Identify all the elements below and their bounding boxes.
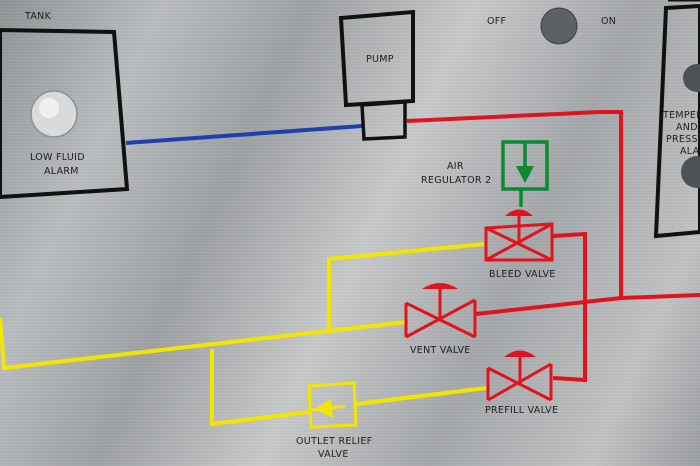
temperature-indicator-lamp[interactable] xyxy=(683,64,700,92)
red-line-vent xyxy=(475,296,622,316)
pump-label: PUMP xyxy=(366,54,394,65)
red-line-main xyxy=(406,110,700,301)
low-fluid-alarm-label-2: ALARM xyxy=(44,166,79,177)
yellow-line-vent xyxy=(0,317,407,371)
air-regulator-symbol xyxy=(501,140,549,207)
red-line-bleed-prefill xyxy=(552,231,587,383)
bleed-valve-symbol[interactable] xyxy=(484,209,554,262)
power-switch[interactable] xyxy=(540,7,578,45)
vent-valve-symbol[interactable] xyxy=(404,283,477,339)
on-label: ON xyxy=(601,16,616,27)
prefill-valve-symbol[interactable] xyxy=(486,350,553,402)
tank-alarm-box xyxy=(0,27,130,200)
outlet-relief-valve-symbol[interactable] xyxy=(307,381,358,429)
pressure-indicator-lamp[interactable] xyxy=(681,156,700,188)
air-regulator-label-1: AIR xyxy=(447,161,464,172)
pump-box xyxy=(338,9,415,108)
yellow-line-relief xyxy=(355,386,487,406)
outlet-relief-label-1: OUTLET RELIEF xyxy=(296,436,372,447)
yellow-line-lower xyxy=(210,349,310,427)
blue-line xyxy=(125,124,363,145)
lamp-highlight xyxy=(39,98,59,118)
tank-label: TANK xyxy=(24,11,52,22)
off-label: OFF xyxy=(487,16,506,27)
air-regulator-label-2: REGULATOR 2 xyxy=(421,175,491,186)
low-fluid-alarm-label-1: LOW FLUID xyxy=(30,152,85,163)
temp-label-4: ALAR xyxy=(680,146,700,157)
pump-outlet-box xyxy=(360,100,407,141)
yellow-line-upper xyxy=(327,242,485,330)
bleed-valve-label: BLEED VALVE xyxy=(489,269,556,280)
temp-label-3: PRESSU xyxy=(666,134,700,145)
temp-label-2: AND xyxy=(676,122,698,133)
vent-valve-label: VENT VALVE xyxy=(410,345,471,356)
temp-pressure-alarm-box xyxy=(653,3,700,239)
outlet-relief-label-2: VALVE xyxy=(318,449,349,460)
prefill-valve-label: PREFILL VALVE xyxy=(485,405,558,416)
